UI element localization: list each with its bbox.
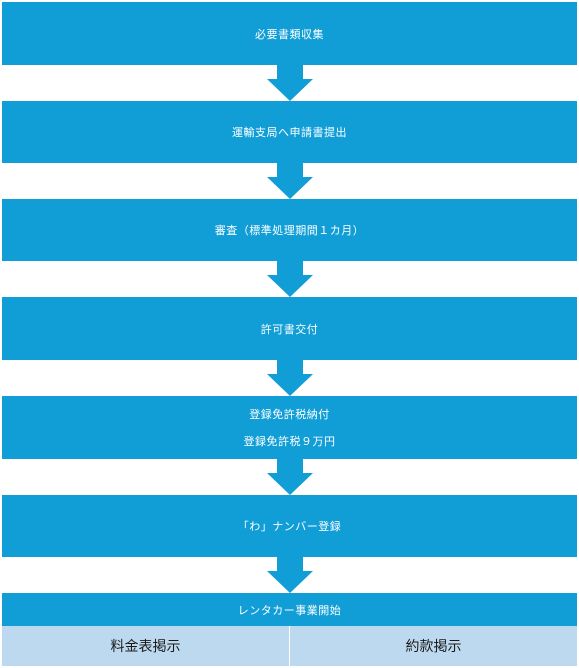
down-arrow-icon [267,163,313,199]
down-arrow-icon [267,360,313,396]
step-application-submission: 運輸支局へ申請書提出 [2,101,577,163]
step-business-start: レンタカー事業開始 [2,593,577,626]
step-label: 登録免許税納付 [249,408,330,421]
step-plate-registration: 「わ」ナンバー登録 [2,495,577,557]
step-label: 運輸支局へ申請書提出 [232,126,347,139]
down-arrow-icon [267,65,313,101]
step-label: 許可書交付 [260,322,319,336]
step-label: レンタカー事業開始 [237,603,342,617]
step-sublabel: 登録免許税９万円 [243,435,336,448]
down-arrow-icon [267,557,313,593]
branch-fee-posting: 料金表掲示 [110,639,181,655]
step-permit-issued: 許可書交付 [2,297,577,360]
branch-terms-posting: 約款掲示 [289,626,577,666]
step-label: 必要書類収集 [255,27,324,41]
step-label: 「わ」ナンバー登録 [237,520,342,533]
step-label: 審査（標準処理期間１カ月） [214,224,365,237]
step-registration-tax: 登録免許税納付 登録免許税９万円 [2,396,577,459]
down-arrow-icon [267,261,313,297]
step-review: 審査（標準処理期間１カ月） [2,199,577,261]
step-document-collection: 必要書類収集 [2,2,577,65]
post-start-branches: 料金表掲示 約款掲示 [2,626,577,666]
down-arrow-icon [267,459,313,495]
